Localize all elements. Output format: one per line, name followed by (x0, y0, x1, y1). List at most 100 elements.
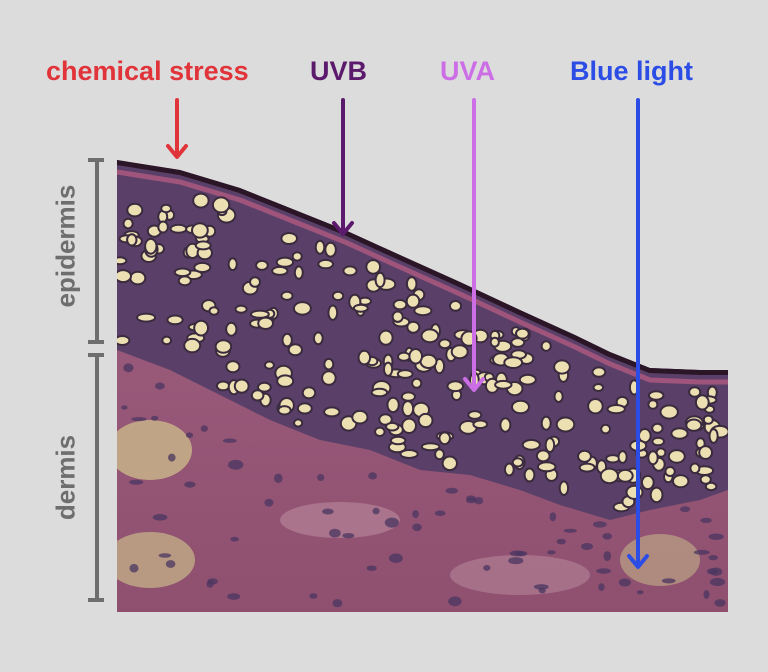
dermis-nucleus (367, 566, 377, 571)
keratinocyte-cell (513, 458, 523, 466)
dermis-nucleus (159, 553, 172, 558)
keratinocyte-cell (277, 258, 293, 267)
keratinocyte-cell (379, 331, 392, 345)
dermis-nucleus (593, 521, 607, 527)
dermis-nucleus (206, 580, 213, 588)
keratinocyte-cell (538, 462, 556, 471)
keratinocyte-cell (578, 451, 591, 462)
keratinocyte-cell (651, 488, 663, 503)
dermis-nucleus (534, 584, 549, 590)
dermis-nucleus (155, 383, 165, 390)
keratinocyte-cell (387, 398, 398, 412)
keratinocyte-cell (407, 295, 420, 308)
dermis-nucleus (707, 568, 718, 574)
dermis-nucleus (123, 363, 133, 372)
keratinocyte-cell (194, 321, 208, 336)
dermis-nucleus (483, 565, 490, 571)
keratinocyte-cell (710, 429, 718, 443)
dermis-nucleus (710, 578, 725, 586)
keratinocyte-cell (256, 261, 268, 270)
keratinocyte-cell (376, 273, 385, 287)
dermis-nucleus (446, 488, 458, 494)
keratinocyte-cell (354, 305, 368, 312)
keratinocyte-cell (236, 306, 247, 313)
dermis-nucleus (598, 583, 604, 591)
keratinocyte-cell (162, 337, 171, 345)
keratinocyte-cell (452, 345, 468, 358)
keratinocyte-cell (314, 332, 323, 344)
keratinocyte-cell (402, 419, 416, 433)
dermis-nucleus (166, 560, 176, 568)
keratinocyte-cell (542, 417, 551, 430)
keratinocyte-cell (281, 292, 292, 300)
keratinocyte-cell (130, 272, 145, 285)
keratinocyte-cell (594, 384, 604, 391)
keratinocyte-cell (619, 451, 627, 463)
keratinocyte-cell (398, 370, 413, 378)
keratinocyte-cell (171, 225, 187, 233)
keratinocyte-cell (303, 387, 316, 398)
keratinocyte-cell (450, 301, 461, 311)
keratinocyte-cell (325, 243, 336, 257)
keratinocyte-cell (193, 194, 208, 208)
dermis-nucleus (368, 472, 377, 479)
keratinocyte-cell (226, 323, 236, 336)
keratinocyte-cell (217, 382, 229, 391)
dermis-nucleus (619, 579, 631, 587)
keratinocyte-cell (618, 470, 633, 482)
keratinocyte-cell (366, 260, 380, 274)
keratinocyte-cell (608, 405, 625, 413)
keratinocyte-cell (649, 391, 664, 400)
keratinocyte-cell (184, 339, 200, 352)
uvb-arrow (334, 100, 352, 234)
keratinocyte-cell (229, 258, 237, 270)
keratinocyte-cell (439, 432, 450, 444)
keratinocyte-cell (318, 260, 333, 268)
keratinocyte-cell (137, 314, 155, 322)
keratinocyte-cell (665, 467, 674, 476)
keratinocyte-cell (333, 292, 343, 300)
dermis-nucleus (508, 557, 523, 564)
dermis-nucleus (168, 454, 176, 462)
keratinocyte-cell (384, 363, 392, 376)
keratinocyte-cell (505, 464, 514, 476)
keratinocyte-cell (520, 375, 536, 385)
keratinocyte-cell (686, 420, 701, 431)
dermis-nucleus (201, 425, 208, 432)
dermis-nucleus (333, 599, 343, 607)
keratinocyte-cell (324, 407, 339, 416)
keratinocyte-cell (627, 486, 643, 499)
dermis-nucleus (373, 508, 380, 515)
keratinocyte-cell (328, 306, 337, 320)
dermis-nucleus (227, 593, 240, 600)
keratinocyte-cell (192, 223, 208, 237)
dermis-nucleus (329, 529, 341, 538)
keratinocyte-cell (422, 329, 439, 342)
keratinocyte-cell (115, 336, 129, 345)
keratinocyte-cell (409, 349, 422, 364)
keratinocyte-cell (652, 438, 664, 446)
dermis-nucleus (317, 474, 324, 481)
dermis-nucleus (223, 439, 237, 443)
keratinocyte-cell (194, 263, 210, 272)
keratinocyte-cell (661, 405, 678, 418)
uva-label: UVA (440, 54, 495, 88)
dermis-nucleus (130, 564, 139, 573)
keratinocyte-cell (601, 469, 618, 484)
keratinocyte-cell (690, 464, 699, 474)
dermis-nucleus (385, 518, 399, 528)
keratinocyte-cell (512, 401, 529, 413)
keratinocyte-cell (673, 475, 688, 487)
keratinocyte-cell (278, 406, 290, 414)
keratinocyte-cell (669, 450, 685, 463)
keratinocyte-cell (316, 241, 325, 254)
dermis-nucleus (184, 482, 195, 488)
keratinocyte-cell (393, 312, 403, 322)
keratinocyte-cell (704, 416, 713, 424)
keratinocyte-cell (343, 266, 356, 275)
keratinocyte-cell (696, 395, 709, 409)
keratinocyte-cell (706, 483, 717, 490)
keratinocyte-cell (606, 455, 619, 462)
dermis-nucleus (342, 533, 354, 538)
keratinocyte-cell (179, 276, 191, 285)
